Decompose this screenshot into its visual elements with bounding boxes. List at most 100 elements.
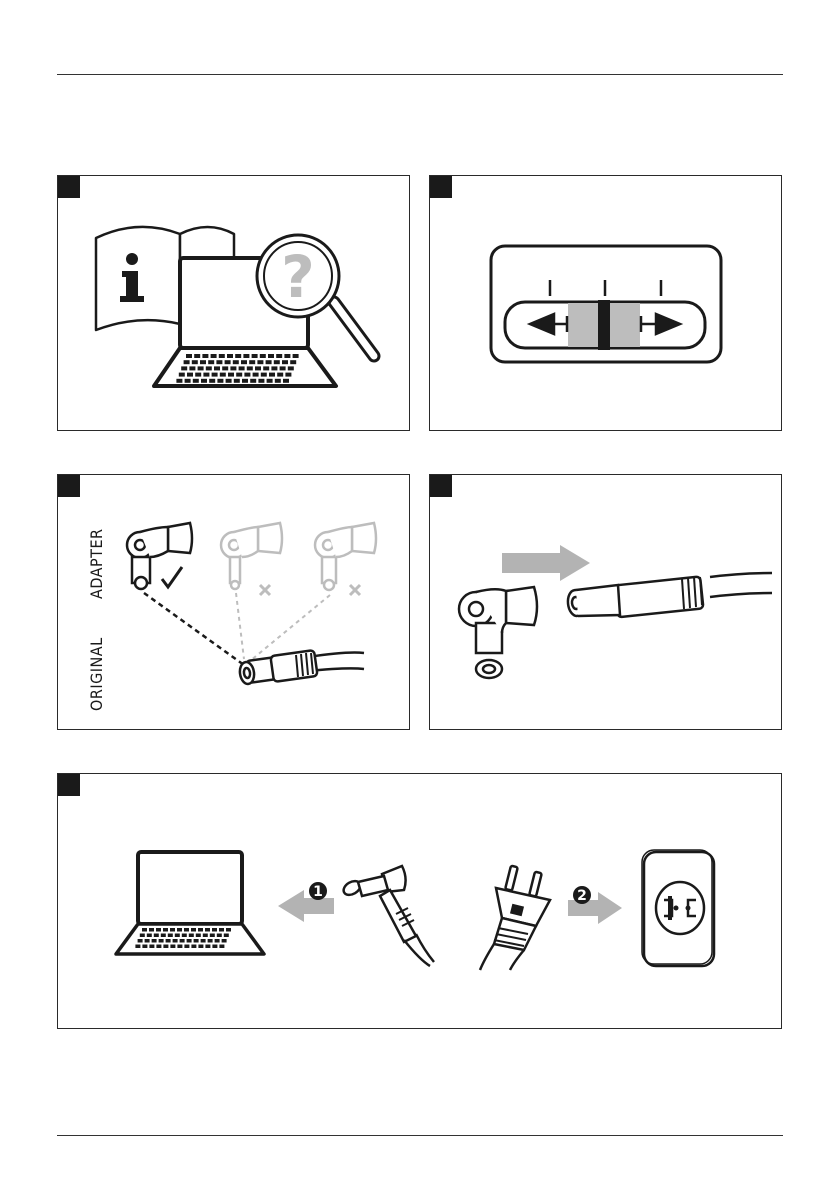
keyboard-key	[200, 360, 206, 364]
keyboard-key	[191, 945, 196, 949]
keyboard-key	[276, 354, 282, 358]
keyboard-key	[180, 939, 185, 943]
keyboard-key	[225, 360, 231, 364]
arrow-right-icon	[502, 545, 590, 581]
keyboard-key	[194, 939, 199, 943]
keyboard-key	[163, 945, 168, 949]
keyboard-key	[224, 934, 229, 938]
keyboard-key	[156, 945, 161, 949]
connect-adapter-illustration	[430, 475, 783, 731]
keyboard-key	[209, 379, 215, 383]
keyboard-key	[154, 934, 159, 938]
keyboard-key	[203, 373, 209, 377]
keyboard-key	[234, 379, 240, 383]
adapter-selection-illustration: ADAPTER ORIGINAL	[58, 475, 411, 731]
keyboard-key	[263, 366, 269, 370]
keyboard-key	[208, 360, 214, 364]
keyboard-key	[293, 354, 299, 358]
keyboard-key	[290, 360, 296, 364]
keyboard-key	[135, 945, 140, 949]
keyboard-key	[250, 379, 256, 383]
keyboard-key	[222, 366, 228, 370]
keyboard-key	[252, 354, 258, 358]
keyboard-key	[189, 366, 195, 370]
keyboard-key	[206, 366, 212, 370]
keyboard-key	[235, 354, 241, 358]
adapter-tip-wrong-1	[221, 523, 282, 589]
keyboard-key	[203, 934, 208, 938]
keyboard-key	[187, 373, 193, 377]
step-badge-1: 1	[309, 882, 327, 900]
keyboard-key	[269, 373, 275, 377]
svg-text:?: ?	[281, 243, 315, 311]
check-icon	[162, 567, 182, 587]
keyboard-key	[226, 928, 231, 932]
keyboard-key	[219, 945, 224, 949]
keyboard-key	[268, 354, 274, 358]
keyboard-key	[159, 939, 164, 943]
keyboard-key	[212, 928, 217, 932]
keyboard-key	[260, 354, 266, 358]
keyboard-key	[198, 945, 203, 949]
keyboard-key	[201, 939, 206, 943]
keyboard-key	[208, 939, 213, 943]
keyboard-key	[175, 934, 180, 938]
keyboard-key	[166, 939, 171, 943]
keyboard-key	[243, 354, 249, 358]
keyboard-key	[284, 354, 290, 358]
panel-adapter-selection: ADAPTER ORIGINAL	[57, 474, 410, 730]
keyboard-key	[173, 939, 178, 943]
keyboard-key	[249, 360, 255, 364]
cross-icon	[350, 585, 360, 595]
keyboard-key	[212, 945, 217, 949]
keyboard-key	[258, 379, 264, 383]
keyboard-key	[241, 360, 247, 364]
keyboard-key	[189, 934, 194, 938]
keyboard-key	[161, 934, 166, 938]
panel-polarity-selector	[429, 175, 782, 431]
adapter-tip-icon	[459, 587, 537, 678]
keyboard-key	[219, 928, 224, 932]
cross-icon	[260, 585, 270, 595]
keyboard-key	[196, 934, 201, 938]
keyboard-key	[280, 366, 286, 370]
keyboard-key	[140, 934, 145, 938]
keyboard-key	[170, 928, 175, 932]
keyboard-key	[222, 939, 227, 943]
keyboard-key	[285, 373, 291, 377]
keyboard-key	[228, 373, 234, 377]
keyboard-key	[184, 928, 189, 932]
keyboard-key	[195, 373, 201, 377]
keyboard-key	[227, 354, 233, 358]
keyboard-key	[184, 945, 189, 949]
keyboard-key	[149, 945, 154, 949]
keyboard-key	[230, 366, 236, 370]
laptop-icon	[116, 852, 264, 954]
dc-plug-icon	[341, 866, 434, 966]
keyboard-key	[247, 366, 253, 370]
keyboard-key	[201, 379, 207, 383]
keyboard-key	[275, 379, 281, 383]
keyboard-key	[267, 379, 273, 383]
keyboard-key	[184, 360, 190, 364]
keyboard-key	[282, 360, 288, 364]
slider-knob	[598, 300, 610, 350]
keyboard-key	[274, 360, 280, 364]
footer-rule	[57, 1135, 783, 1136]
keyboard-key	[149, 928, 154, 932]
step-badge-2: 2	[573, 886, 591, 904]
keyboard-key	[179, 373, 185, 377]
keyboard-key	[176, 379, 182, 383]
keyboard-key	[205, 928, 210, 932]
keyboard-key	[244, 373, 250, 377]
keyboard-key	[156, 928, 161, 932]
keyboard-key	[215, 939, 220, 943]
polarity-selector-illustration	[430, 176, 783, 432]
keyboard-key	[142, 928, 147, 932]
keyboard-key	[193, 379, 199, 383]
panel-manual-laptop: ?	[57, 175, 410, 431]
keyboard-key	[168, 934, 173, 938]
keyboard-key	[271, 366, 277, 370]
keyboard-key	[147, 934, 152, 938]
keyboard-key	[288, 366, 294, 370]
